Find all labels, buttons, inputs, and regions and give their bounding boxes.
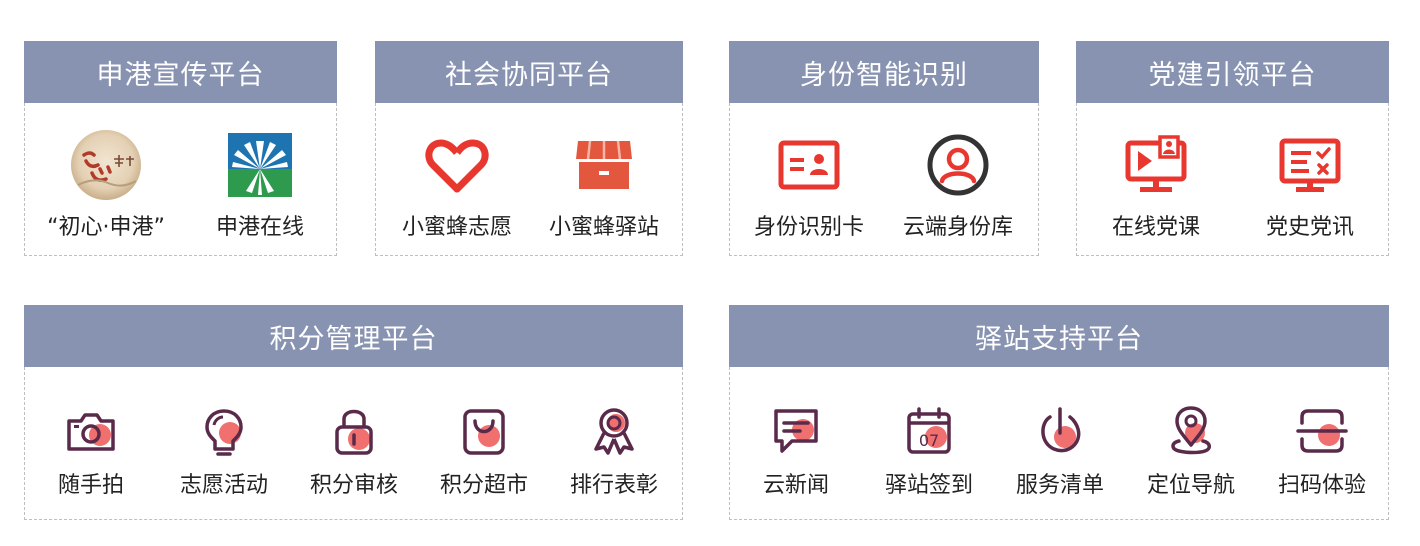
store-icon — [568, 129, 640, 201]
item-label: 排行表彰 — [569, 473, 658, 498]
panel-title: 身份智能识别 — [729, 41, 1039, 103]
app-id-card[interactable]: 身份识别卡 — [744, 129, 874, 241]
app-service-list[interactable]: 服务清单 — [1008, 395, 1112, 499]
item-label: 云端身份库 — [902, 215, 1013, 240]
item-label: 服务清单 — [1015, 473, 1104, 498]
panel-title: 驿站支持平台 — [729, 305, 1389, 367]
video-lesson-icon — [1120, 129, 1192, 201]
panel-title: 积分管理平台 — [24, 305, 683, 367]
calendar-icon: 07 — [901, 403, 957, 459]
item-label: 小蜜蜂驿站 — [548, 215, 659, 240]
item-label: 随手拍 — [57, 473, 124, 498]
app-online-party-class[interactable]: 在线党课 — [1098, 129, 1214, 241]
panel-body — [24, 367, 683, 520]
app-points-market[interactable]: 积分超市 — [432, 395, 536, 499]
award-ribbon-icon — [586, 403, 642, 459]
lightbulb-icon — [196, 403, 252, 459]
chuxin-logo-icon — [70, 129, 142, 201]
item-label: “初心·申港” — [47, 215, 165, 240]
panel-body — [729, 367, 1389, 520]
item-label: 云新闻 — [762, 473, 829, 498]
panel-body — [24, 103, 337, 256]
app-location-navigation[interactable]: 定位导航 — [1139, 395, 1243, 499]
item-label: 党史党讯 — [1265, 215, 1354, 240]
item-label: 积分超市 — [439, 473, 528, 498]
app-party-history-news[interactable]: 党史党讯 — [1252, 129, 1368, 241]
app-bee-volunteer[interactable]: 小蜜蜂志愿 — [394, 129, 520, 241]
panel-body — [1076, 103, 1389, 256]
shopping-bag-icon — [456, 403, 512, 459]
app-station-checkin[interactable]: 07 驿站签到 — [877, 395, 981, 499]
app-chuxin-shengang[interactable]: “初心·申港” — [46, 129, 166, 241]
document-screen-icon — [1274, 129, 1346, 201]
scan-icon — [1294, 403, 1350, 459]
item-label: 申港在线 — [215, 215, 304, 240]
panel-title: 党建引领平台 — [1076, 41, 1389, 103]
item-label: 定位导航 — [1146, 473, 1235, 498]
item-label: 驿站签到 — [884, 473, 973, 498]
panel-title: 申港宣传平台 — [24, 41, 337, 103]
panel-shengang-promotion: 申港宣传平台 “初心·申港” — [24, 41, 337, 256]
app-points-review[interactable]: 积分审核 — [302, 395, 406, 499]
app-scan-experience[interactable]: 扫码体验 — [1270, 395, 1374, 499]
panel-party-building: 党建引领平台 在线党课 — [1076, 41, 1389, 256]
item-label: 在线党课 — [1111, 215, 1200, 240]
app-bee-station[interactable]: 小蜜蜂驿站 — [541, 129, 667, 241]
app-volunteer-activity[interactable]: 志愿活动 — [172, 395, 276, 499]
item-label: 小蜜蜂志愿 — [401, 215, 512, 240]
panel-body — [729, 103, 1039, 256]
message-icon — [768, 403, 824, 459]
panel-station-support: 驿站支持平台 云新闻 07 驿站签到 — [729, 305, 1389, 520]
panel-social-collaboration: 社会协同平台 小蜜蜂志愿 小蜜蜂驿站 — [375, 41, 683, 256]
item-label: 积分审核 — [309, 473, 398, 498]
item-label: 扫码体验 — [1277, 473, 1366, 498]
shengang-online-logo-icon — [228, 133, 292, 197]
id-card-icon — [773, 129, 845, 201]
user-circle-icon — [922, 129, 994, 201]
panel-title: 社会协同平台 — [375, 41, 683, 103]
camera-icon — [63, 403, 119, 459]
lock-icon — [326, 403, 382, 459]
app-shengang-online[interactable]: 申港在线 — [200, 129, 320, 241]
app-cloud-news[interactable]: 云新闻 — [746, 395, 846, 499]
app-ranking-honors[interactable]: 排行表彰 — [562, 395, 666, 499]
app-cloud-identity[interactable]: 云端身份库 — [893, 129, 1023, 241]
item-label: 身份识别卡 — [753, 215, 864, 240]
panel-body — [375, 103, 683, 256]
app-snapshot[interactable]: 随手拍 — [41, 395, 141, 499]
location-pin-icon — [1163, 403, 1219, 459]
power-icon — [1032, 403, 1088, 459]
calendar-day: 07 — [919, 431, 939, 450]
panel-points-management: 积分管理平台 随手拍 志愿活动 — [24, 305, 683, 520]
heart-hand-icon — [421, 129, 493, 201]
item-label: 志愿活动 — [179, 473, 268, 498]
panel-identity-recognition: 身份智能识别 身份识别卡 云端身份库 — [729, 41, 1039, 256]
